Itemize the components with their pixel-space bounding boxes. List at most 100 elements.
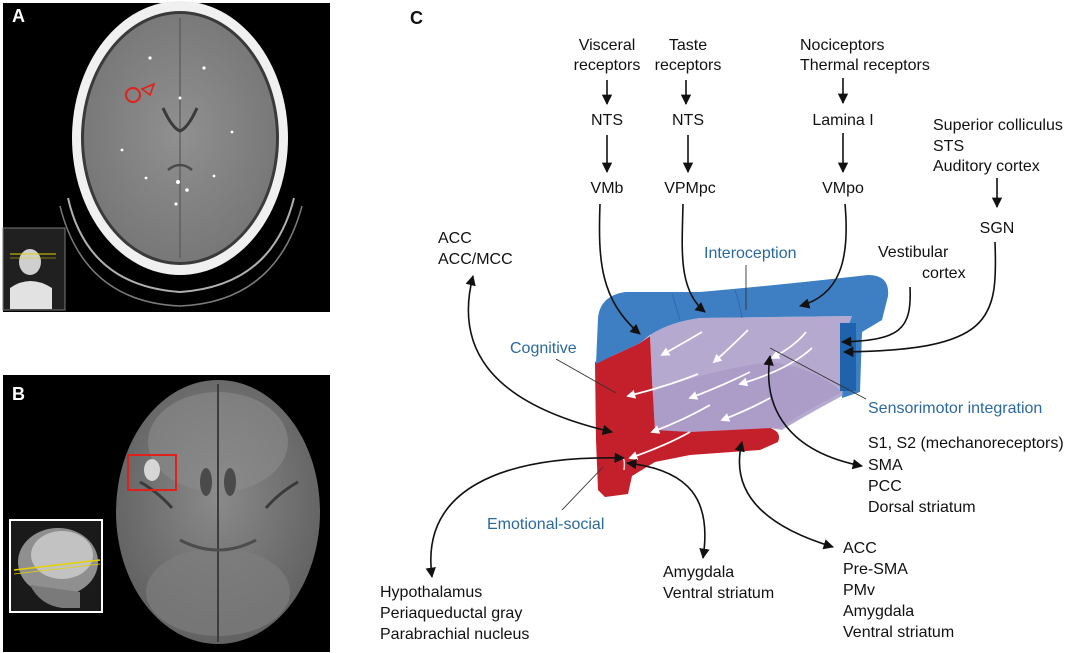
sensorimotor-label: Sensorimotor integration [868, 400, 1042, 417]
panel-b-label: B [12, 384, 25, 404]
visceral-source-label: Visceral [579, 37, 636, 54]
nociceptive-thalamus-label: VMpo [822, 180, 864, 197]
nociceptive-projection-arrow [798, 203, 847, 309]
flow-arrow [650, 404, 711, 434]
flow-arrow [688, 371, 751, 400]
emotional-social-label: Emotional-social [487, 516, 604, 533]
ct-vessel [178, 96, 182, 100]
flow-arrow [660, 331, 703, 356]
motor-bidirectional-arrow [734, 440, 834, 550]
lesion-box-marker [127, 454, 177, 491]
visceral-relay-label: NTS [591, 112, 623, 129]
flow-arrow [628, 431, 691, 460]
sensorimotor-target-label: Dorsal striatum [868, 499, 976, 516]
taste-thalamus-label: VPMpc [664, 180, 716, 197]
ct-bed-line [59, 205, 303, 307]
scout-shoulders [10, 281, 52, 309]
panel-a: A [2, 1, 330, 312]
ct-vessel [212, 174, 216, 178]
cognitive-target-label: ACC [438, 230, 472, 247]
auditory-relay-label: SGN [980, 220, 1015, 237]
auditory-source-label: Auditory cortex [933, 158, 1040, 175]
autonomic-bidirectional-arrow [425, 452, 626, 579]
emotional-leader-line [561, 466, 604, 511]
ct-vessel [120, 148, 124, 152]
interoception-label: Interoception [704, 245, 797, 262]
panel-a-label: A [12, 6, 25, 26]
insula-model [595, 275, 889, 497]
mri-sylvian-fissure [139, 480, 174, 509]
taste-source-label: Taste [669, 37, 707, 54]
ct-vessel [144, 176, 148, 180]
panel-b: B [3, 375, 330, 652]
scout-head [19, 249, 41, 275]
nociceptive-relay-label: Lamina I [812, 112, 873, 129]
ct-frontal-horns [161, 107, 199, 133]
sensorimotor-target-label: S1, S2 (mechanoreceptors) [868, 435, 1064, 452]
autonomic-target-label: Parabrachial nucleus [380, 626, 529, 643]
anterior-insula-region [595, 336, 779, 497]
vestibular-auditory-patch [840, 323, 856, 391]
flow-arrow [626, 373, 699, 399]
mri-ventricle [200, 468, 212, 496]
sagittal-slice-line [13, 563, 101, 575]
mri-midbrain-outline [179, 538, 257, 552]
sensorimotor-bidirectional-arrow [763, 354, 864, 470]
motor-target-label: Amygdala [843, 603, 914, 620]
auditory-projection-arrow [842, 241, 997, 358]
taste-relay-label: NTS [672, 112, 704, 129]
limbic-bidirectional-arrow [625, 458, 710, 560]
ct-vessel [148, 56, 152, 60]
limbic-target-label: Amygdala [663, 564, 734, 581]
ct-vessel [185, 188, 189, 192]
ct-vessel [230, 130, 234, 134]
motor-target-label: Pre-SMA [843, 561, 908, 578]
insula-sulcus-line [671, 293, 681, 321]
sensorimotor-target-label: SMA [868, 457, 903, 474]
taste-projection-arrow [681, 203, 706, 313]
ct-vessels [120, 56, 234, 206]
mri-sylvian-fissure [264, 480, 299, 509]
visceral-thalamus-label: VMb [591, 180, 624, 197]
ct-vessel [174, 202, 178, 206]
mri-sagittal-inset [9, 519, 103, 613]
vestibular-source-label: Vestibular [878, 244, 949, 261]
autonomic-target-label: Hypothalamus [380, 584, 482, 601]
flow-arrow [712, 329, 749, 364]
taste-source-label: receptors [655, 57, 722, 74]
limbic-target-label: Ventral striatum [663, 585, 774, 602]
ct-scout-inset [2, 227, 66, 311]
sagittal-face [30, 585, 80, 608]
ct-vessel [202, 66, 206, 70]
sagittal-slice-line [13, 559, 101, 571]
lesion-arrow-marker [140, 82, 156, 97]
lesion-circle-marker [125, 87, 141, 103]
cognitive-label: Cognitive [510, 340, 577, 357]
auditory-source-label: Superior colliculus [933, 117, 1063, 134]
mri-ventricle [224, 468, 236, 496]
cognitive-target-label: ACC/MCC [438, 251, 513, 268]
cognitive-bidirectional-arrow [465, 274, 614, 435]
mri-hyperintensity [144, 459, 160, 481]
insula-sulcus-line [734, 289, 743, 319]
panel-c: C Visceral receptors Tas [380, 8, 1064, 643]
autonomic-target-label: Periaqueductal gray [380, 605, 522, 622]
dorsal-insula-region [596, 275, 889, 364]
auditory-source-label: STS [933, 138, 964, 155]
sagittal-brain [31, 531, 93, 579]
motor-target-label: PMv [843, 582, 875, 599]
sensorimotor-target-label: PCC [868, 478, 902, 495]
panel-c-label: C [410, 8, 423, 28]
ct-third-ventricle [167, 163, 193, 171]
visceral-source-label: receptors [574, 57, 641, 74]
nociceptive-source-label: Thermal receptors [800, 57, 930, 74]
nociceptive-source-label: Nociceptors [800, 37, 884, 54]
ct-bed-line [67, 197, 295, 294]
vestibular-projection-arrow [840, 286, 911, 347]
motor-target-label: Ventral striatum [843, 624, 954, 641]
vestibular-source-label: cortex [922, 265, 966, 282]
motor-target-label: ACC [843, 540, 877, 557]
ct-vessel [176, 180, 180, 184]
